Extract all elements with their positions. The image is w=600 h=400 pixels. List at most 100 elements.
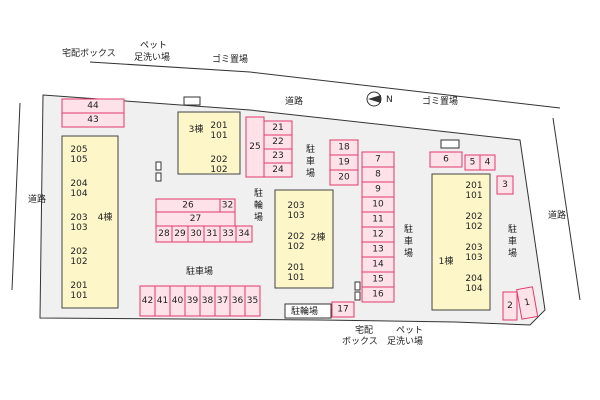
parking-slot-20: 20 — [329, 169, 359, 186]
svg-text:駐: 駐 — [254, 187, 263, 199]
parking-slot-3-label: 3 — [502, 180, 508, 190]
parking-slot-33: 33 — [219, 225, 237, 243]
building-1 — [431, 173, 491, 311]
parking-slot-16-label: 16 — [372, 290, 384, 300]
building-3-unit-201: 201 — [210, 121, 227, 131]
delivery-box-bottom — [354, 281, 361, 291]
road-label-left: 道路 — [28, 193, 46, 205]
garbage-box-right — [440, 139, 460, 149]
pet-wash-bottom — [354, 291, 361, 301]
building-3-name: 3棟 — [189, 123, 204, 135]
parking-slot-7: 7 — [361, 151, 395, 168]
building-1-unit-203: 203 — [465, 243, 482, 253]
parking-slot-42: 42 — [139, 285, 156, 317]
parking-slot-19: 19 — [329, 154, 359, 171]
parking-slot-6-label: 6 — [443, 155, 449, 165]
building-4 — [61, 135, 119, 309]
building-4-unit-201: 201 — [70, 281, 87, 291]
building-1-unit-104: 104 — [465, 284, 482, 294]
parking-slot-29: 29 — [171, 225, 189, 243]
building-1-unit-102: 102 — [465, 222, 482, 232]
parking-slot-26: 26 — [155, 198, 221, 213]
parking-slot-13: 13 — [361, 241, 395, 258]
building-2-unit-101: 101 — [287, 273, 304, 283]
svg-text:駐: 駐 — [508, 223, 517, 235]
parking-slot-26-label: 26 — [182, 201, 194, 211]
parking-slot-38-label: 38 — [202, 296, 214, 306]
parking-slot-42-label: 42 — [142, 296, 153, 306]
building-2-name: 2棟 — [311, 231, 326, 243]
parking-slot-1: 1 — [516, 286, 539, 320]
parking-slot-1-label: 1 — [523, 298, 530, 309]
parking-slot-3: 3 — [496, 175, 514, 195]
parking-slot-41: 41 — [154, 285, 171, 317]
parking-slot-21: 21 — [263, 120, 293, 136]
compass: N — [366, 91, 393, 107]
parking-slot-11-label: 11 — [372, 215, 383, 225]
parking-slot-24-label: 24 — [272, 165, 284, 175]
parking-slot-12: 12 — [361, 226, 395, 243]
building-4-unit-105: 105 — [70, 155, 87, 165]
building-4-unit-103: 103 — [70, 223, 87, 233]
parking-slot-15-label: 15 — [372, 275, 383, 285]
building-1-unit-201: 201 — [465, 181, 482, 191]
svg-text:輪: 輪 — [254, 199, 263, 211]
parking-slot-44-label: 44 — [87, 101, 99, 111]
garbage-box-left — [183, 96, 201, 106]
parking-slot-28: 28 — [155, 225, 173, 243]
building-2-unit-203: 203 — [287, 201, 304, 211]
delivery-box-top — [155, 161, 162, 171]
parking-slot-14: 14 — [361, 256, 395, 273]
building-1-unit-202: 202 — [465, 212, 482, 222]
parking-slot-33-label: 33 — [222, 229, 233, 239]
parking-slot-21-label: 21 — [272, 123, 283, 133]
building-2 — [274, 189, 334, 289]
parking-slot-39-label: 39 — [187, 296, 199, 306]
parking-slot-27: 27 — [155, 211, 236, 227]
parking-label-vertical-1: 駐車場 — [306, 143, 315, 179]
building-4-unit-101: 101 — [70, 291, 87, 301]
svg-text:車: 車 — [404, 235, 413, 247]
svg-text:駐輪場: 駐輪場 — [291, 305, 318, 317]
parking-slot-10: 10 — [361, 196, 395, 213]
parking-slot-32-label: 32 — [222, 201, 233, 211]
building-2-unit-202: 202 — [287, 232, 304, 242]
parking-slot-32: 32 — [219, 198, 236, 213]
bicycle-parking-bottom — [284, 303, 332, 319]
parking-slot-30: 30 — [187, 225, 205, 243]
parking-slot-24: 24 — [263, 162, 293, 178]
parking-label-center: 駐車場 — [186, 265, 213, 277]
parking-slot-17: 17 — [331, 301, 355, 318]
svg-text:場: 場 — [254, 211, 263, 223]
parking-slot-16: 16 — [361, 286, 395, 303]
building-3-unit-102: 102 — [210, 165, 227, 175]
parking-slot-7-label: 7 — [375, 155, 381, 165]
pet-label-top-1: ペット — [140, 41, 167, 51]
parking-slot-4: 4 — [479, 154, 496, 171]
building-3-unit-101: 101 — [210, 131, 227, 141]
garbage-label-left: ゴミ置場 — [212, 53, 248, 65]
parking-slot-29-label: 29 — [174, 229, 186, 239]
parking-slot-44: 44 — [61, 98, 125, 114]
building-2-unit-201: 201 — [287, 263, 304, 273]
parking-slot-43: 43 — [61, 112, 125, 128]
parking-slot-14-label: 14 — [372, 260, 384, 270]
pet-label-top-2: 足洗い場 — [134, 51, 170, 63]
building-1-name: 1棟 — [439, 255, 454, 267]
building-1-unit-103: 103 — [465, 253, 482, 263]
building-3-unit-202: 202 — [210, 155, 227, 165]
building-3 — [177, 111, 241, 175]
parking-slot-18: 18 — [329, 139, 359, 156]
building-4-unit-202: 202 — [70, 247, 87, 257]
parking-slot-40-label: 40 — [172, 296, 184, 306]
parking-slot-35-label: 35 — [247, 296, 258, 306]
top-road-edge — [89, 61, 561, 109]
parking-slot-17-label: 17 — [337, 305, 348, 315]
building-4-unit-203: 203 — [70, 213, 87, 223]
parking-slot-5: 5 — [464, 154, 481, 171]
parking-slot-23-label: 23 — [272, 151, 283, 161]
parking-slot-37-label: 37 — [217, 296, 228, 306]
parking-slot-28-label: 28 — [158, 229, 170, 239]
parking-slot-5-label: 5 — [470, 158, 476, 168]
